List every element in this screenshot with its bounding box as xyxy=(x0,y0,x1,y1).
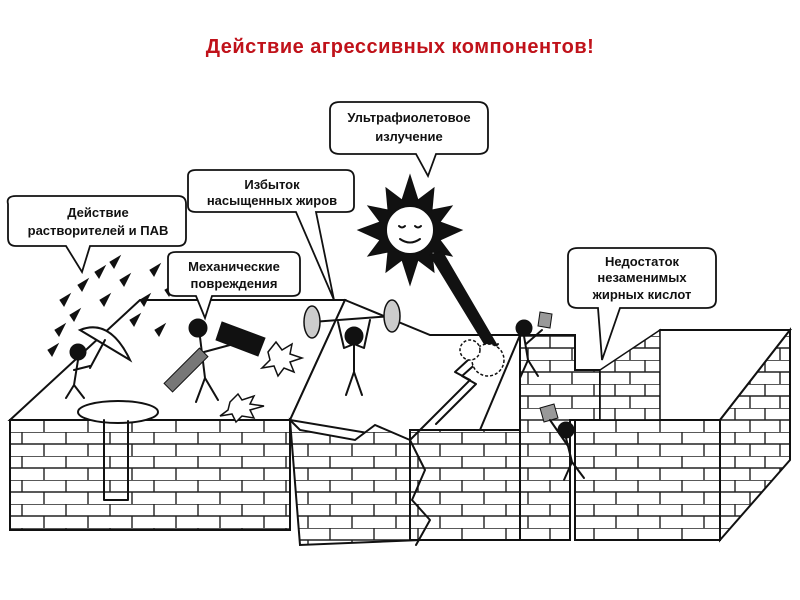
wall-front-right xyxy=(574,419,721,541)
wall-crack xyxy=(409,337,493,546)
hammer-icon xyxy=(215,321,266,357)
wall-hole xyxy=(77,400,159,424)
umbrella-figure xyxy=(65,326,133,399)
climber-figure-2 xyxy=(539,403,585,481)
impact-burst-1 xyxy=(259,340,305,378)
callout-fatty-acids-line3: жирных кислот xyxy=(592,287,692,302)
callout-saturated-fats: Избыток насыщенных жиров xyxy=(187,169,355,301)
brick-wall xyxy=(7,298,793,547)
impact-burst-2 xyxy=(219,392,265,424)
callout-saturated-fats-line1: Избыток xyxy=(244,177,300,192)
wall-front-left xyxy=(9,419,291,531)
hammer-handle xyxy=(163,347,209,393)
callout-uv-line1: Ультрафиолетовое xyxy=(347,110,470,125)
callout-uv-line2: излучение xyxy=(375,129,442,144)
callout-mechanical: Механические повреждения xyxy=(167,251,301,321)
callout-fatty-acids-line2: незаменимых xyxy=(597,270,687,285)
callout-uv: Ультрафиолетовое излучение xyxy=(329,101,489,179)
weightlifter-figure xyxy=(303,299,401,396)
climber-figure xyxy=(515,311,553,379)
callout-mechanical-line2: повреждения xyxy=(191,276,278,291)
callout-saturated-fats-line2: насыщенных жиров xyxy=(207,193,337,208)
wall-side-right xyxy=(719,327,791,543)
callout-mechanical-line1: Механические xyxy=(188,259,280,274)
callout-solvents: Действие растворителей и ПАВ xyxy=(6,195,187,275)
umbrella-icon xyxy=(77,326,133,363)
wall-front-crack xyxy=(288,417,422,547)
callout-solvents-line2: растворителей и ПАВ xyxy=(28,223,169,238)
callout-solvents-line1: Действие xyxy=(67,205,128,220)
callout-fatty-acids-line1: Недостаток xyxy=(605,254,680,269)
hammer-figure xyxy=(163,318,266,403)
sun-icon xyxy=(356,173,464,287)
uv-ray xyxy=(429,250,498,351)
page-title: Действие агрессивных компонентов! xyxy=(205,36,595,58)
callout-fatty-acids: Недостаток незаменимых жирных кислот xyxy=(567,247,717,361)
